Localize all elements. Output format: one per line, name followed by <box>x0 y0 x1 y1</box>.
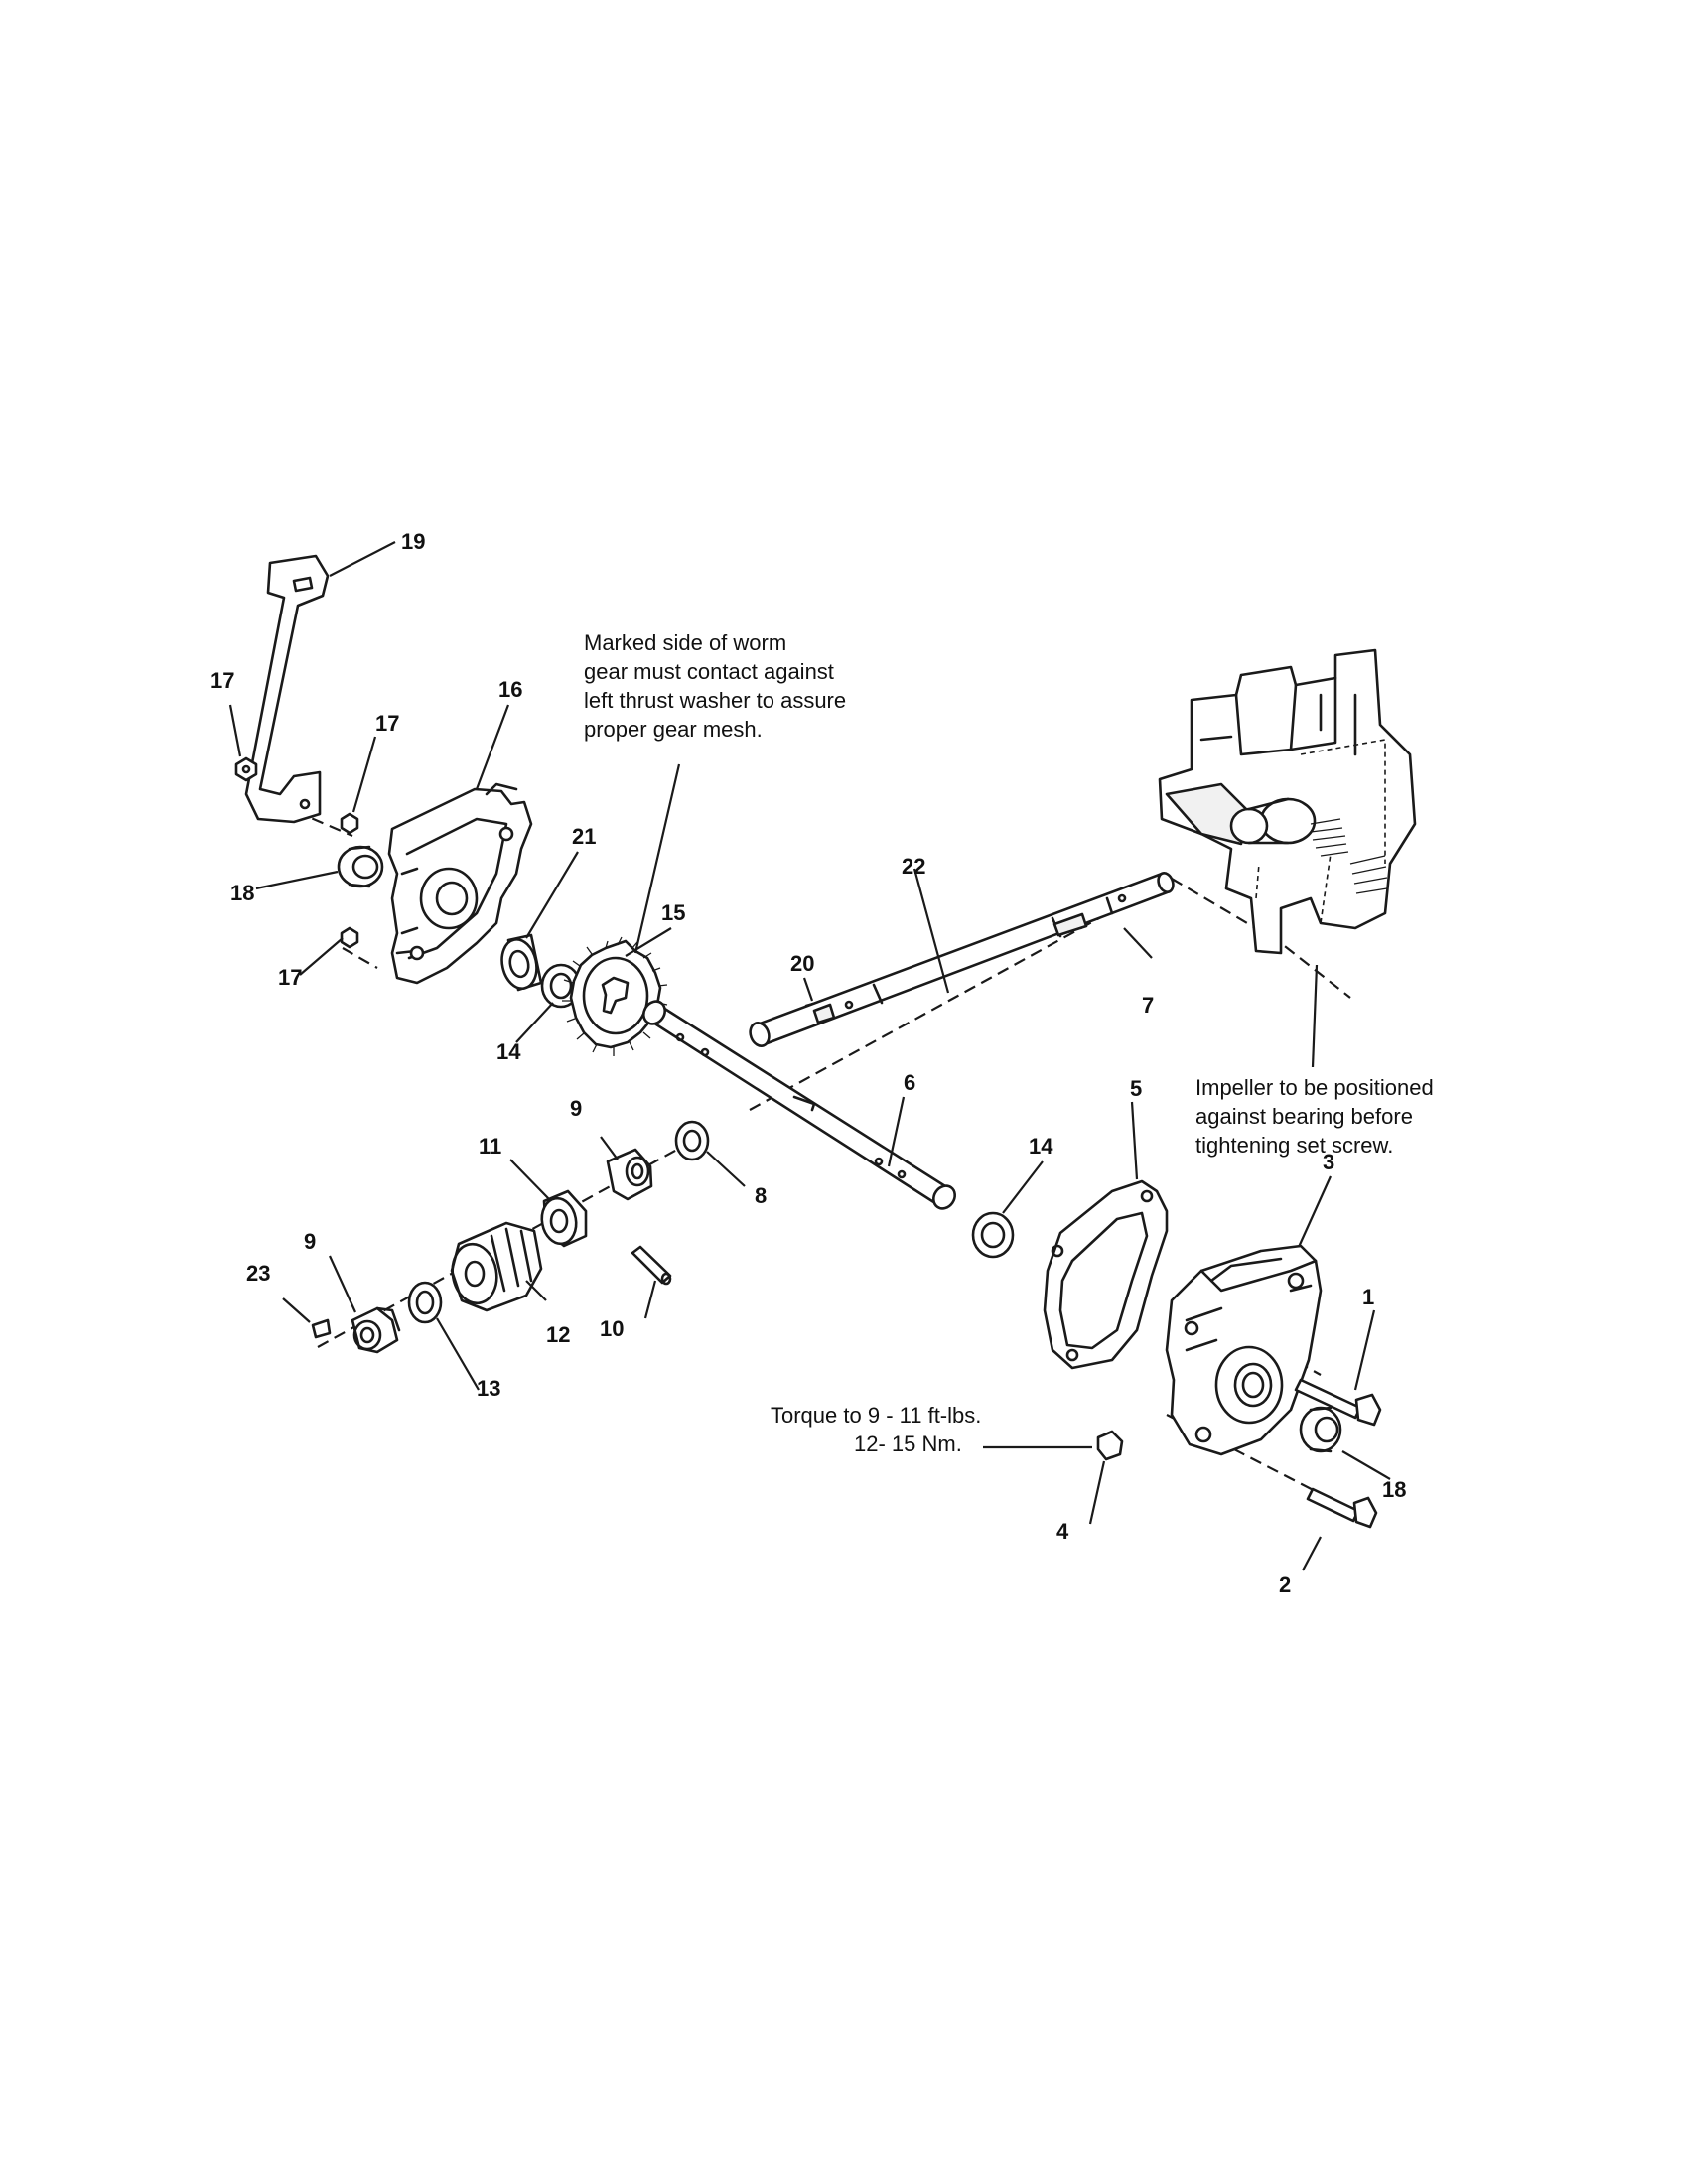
seal-18-left <box>337 845 384 888</box>
callout-17b: 17 <box>375 711 399 736</box>
bearing-9-upper <box>606 1148 653 1201</box>
note-impeller: Impeller to be positioned against bearin… <box>1195 1075 1434 1158</box>
callout-numbers: 19 17 17 16 18 17 21 14 15 20 22 7 9 11 … <box>210 529 1406 1597</box>
bushing-21 <box>500 933 543 992</box>
nut-17b <box>340 812 359 835</box>
worm-gear-15 <box>562 936 668 1056</box>
callout-19: 19 <box>401 529 425 554</box>
pin-10 <box>631 1245 672 1286</box>
gear-housing-left <box>387 782 533 985</box>
callout-8: 8 <box>755 1183 767 1208</box>
thrust-washer-14-right <box>971 1211 1015 1259</box>
callout-23: 23 <box>246 1261 270 1286</box>
callout-6: 6 <box>904 1070 915 1095</box>
note-worm-gear: Marked side of worm gear must contact ag… <box>584 630 846 742</box>
callout-1: 1 <box>1362 1285 1374 1309</box>
note-impeller-line2: against bearing before <box>1195 1104 1413 1129</box>
callout-13: 13 <box>477 1376 500 1401</box>
callout-2: 2 <box>1279 1572 1291 1597</box>
bearing-9-lower <box>351 1306 401 1354</box>
impeller <box>1158 648 1417 955</box>
seal-18-right <box>1299 1406 1342 1453</box>
callout-22: 22 <box>902 854 925 879</box>
bolt-1 <box>1294 1378 1382 1427</box>
callout-17a: 17 <box>210 668 234 693</box>
callout-9a: 9 <box>570 1096 582 1121</box>
washer-8 <box>674 1120 710 1161</box>
leader-lines <box>228 541 1391 1571</box>
bolt-2 <box>1306 1487 1378 1529</box>
callout-5: 5 <box>1130 1076 1142 1101</box>
callout-17c: 17 <box>278 965 302 990</box>
washer-13 <box>407 1281 443 1324</box>
callout-9b: 9 <box>304 1229 316 1254</box>
nut-17a <box>234 756 258 782</box>
callout-4: 4 <box>1056 1519 1069 1544</box>
note-worm-gear-line1: Marked side of worm <box>584 630 786 655</box>
callout-21: 21 <box>572 824 596 849</box>
gasket-5 <box>1043 1179 1169 1370</box>
shaft-22 <box>749 872 1175 1047</box>
callout-10: 10 <box>600 1316 624 1341</box>
callout-18a: 18 <box>230 881 254 905</box>
callout-18b: 18 <box>1382 1477 1406 1502</box>
callout-15: 15 <box>661 900 685 925</box>
note-worm-gear-line4: proper gear mesh. <box>584 717 763 742</box>
key-23 <box>311 1318 332 1339</box>
note-worm-gear-line2: gear must contact against <box>584 659 834 684</box>
callout-14a: 14 <box>496 1039 521 1064</box>
callout-16: 16 <box>498 677 522 702</box>
collar-11 <box>540 1189 588 1248</box>
note-torque-line1: Torque to 9 - 11 ft-lbs. <box>771 1403 981 1428</box>
callout-7: 7 <box>1142 993 1154 1018</box>
note-worm-gear-line3: left thrust washer to assure <box>584 688 846 713</box>
note-impeller-line1: Impeller to be positioned <box>1195 1075 1434 1100</box>
note-torque: Torque to 9 - 11 ft-lbs. 12- 15 Nm. <box>771 1403 981 1456</box>
callout-14b: 14 <box>1029 1134 1053 1159</box>
shift-lever <box>244 554 330 824</box>
mount-axis-upper <box>259 794 378 969</box>
callout-11: 11 <box>479 1134 501 1159</box>
callout-20: 20 <box>790 951 814 976</box>
shaft-6 <box>642 1000 956 1210</box>
callout-3: 3 <box>1323 1150 1334 1174</box>
gear-housing-right <box>1165 1244 1323 1456</box>
nut-17c <box>340 926 359 949</box>
plug-4 <box>1096 1430 1124 1461</box>
worm-12 <box>450 1221 543 1312</box>
note-impeller-line3: tightening set screw. <box>1195 1133 1393 1158</box>
callout-12: 12 <box>546 1322 570 1347</box>
note-torque-line2: 12- 15 Nm. <box>854 1432 962 1456</box>
